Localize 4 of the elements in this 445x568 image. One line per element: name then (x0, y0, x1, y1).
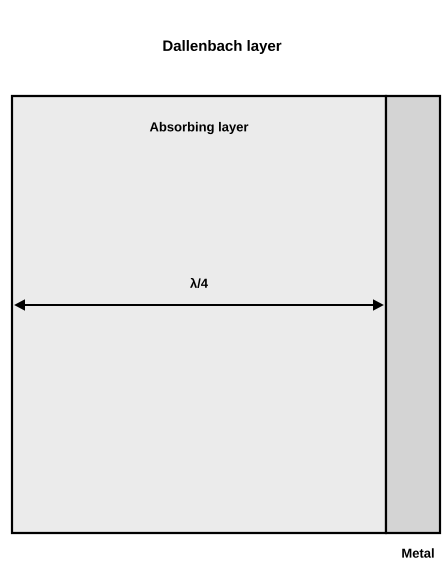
layer-box: Metal (384, 94, 442, 558)
node-label: Metal (402, 548, 434, 558)
dimension-label: λ/4 (190, 278, 208, 288)
title: Dallenbach layer (163, 40, 282, 54)
